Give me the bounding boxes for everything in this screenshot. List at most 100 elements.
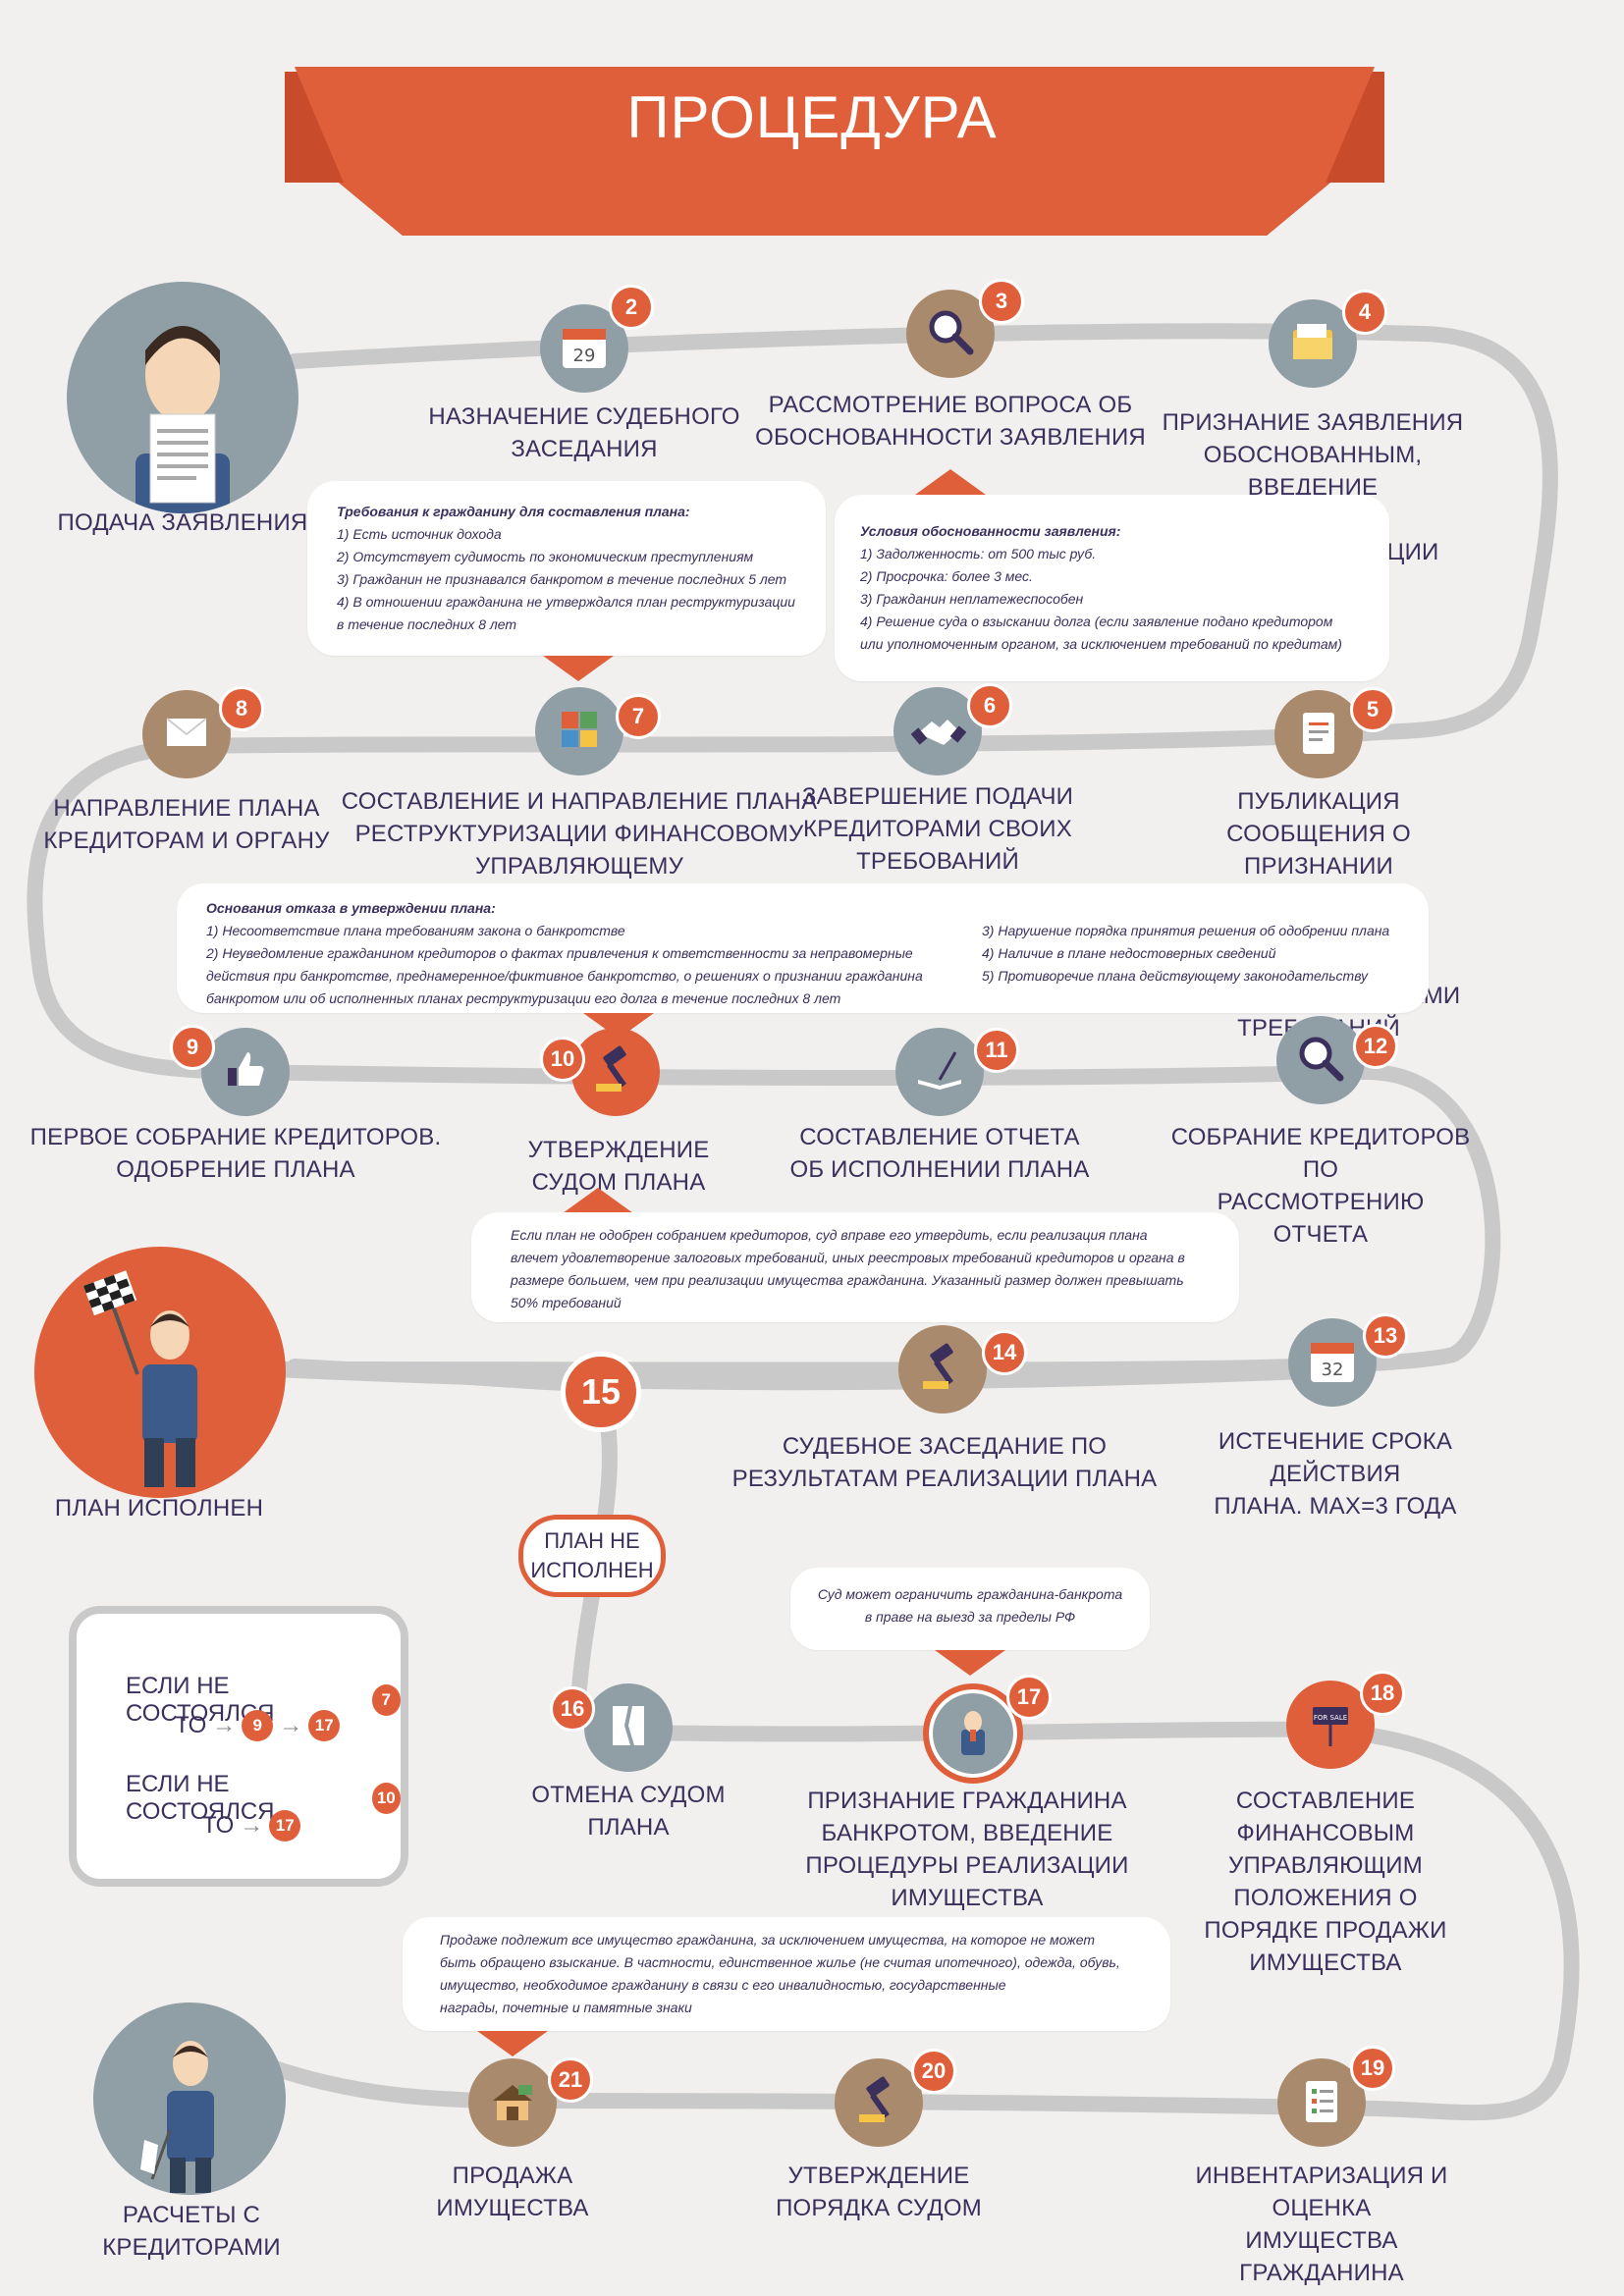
- step-17-label: ПРИЗНАНИЕ ГРАЖДАНИНА БАНКРОТОМ, ВВЕДЕНИЕ…: [805, 1788, 1129, 1911]
- man-with-white-flag-icon: [140, 2041, 214, 2193]
- step-number: 15: [580, 1371, 622, 1412]
- step-18-badge: 18: [1360, 1671, 1405, 1716]
- magnifier-icon: [921, 302, 980, 366]
- note-travel-restriction: Суд может ограничить гражданина-банкрота…: [790, 1568, 1150, 1650]
- gavel-icon: [586, 1041, 645, 1104]
- notepad-icon: [1289, 703, 1348, 767]
- step-16-label: ОТМЕНА СУДОМ ПЛАНА: [531, 1782, 726, 1841]
- note-line: Если план не одобрен собранием кредиторо…: [511, 1227, 1148, 1243]
- title-banner: [285, 67, 1384, 236]
- legend-box: ЕСЛИ НЕ СОСТОЯЛСЯ 7 ТО → 9 → 17 ЕСЛИ НЕ …: [69, 1606, 408, 1887]
- step-12-node: [1276, 1016, 1365, 1104]
- step-12-badge: 12: [1353, 1024, 1398, 1069]
- note-line: в праве на выезд за пределы РФ: [864, 1609, 1076, 1625]
- note-line: 2) Неуведомление гражданином кредиторов …: [206, 945, 913, 961]
- note-line: влечет удовлетворение залоговых требован…: [511, 1250, 1185, 1265]
- note-line: Продаже подлежит все имущество гражданин…: [440, 1932, 1095, 1948]
- legend-then-text: ТО: [175, 1712, 207, 1738]
- step-7-label: СОСТАВЛЕНИЕ И НАПРАВЛЕНИЕ ПЛАНА РЕСТРУКТ…: [341, 788, 818, 880]
- step-19-badge: 19: [1350, 2046, 1395, 2091]
- step-9-label: ПЕРВОЕ СОБРАНИЕ КРЕДИТОРОВ. ОДОБРЕНИЕ ПЛ…: [29, 1124, 442, 1183]
- step-16-node: [584, 1683, 673, 1772]
- step-2-label: НАЗНАЧЕНИЕ СУДЕБНОГО ЗАСЕДАНИЯ: [428, 403, 740, 462]
- legend-badge: 17: [269, 1810, 301, 1842]
- svg-text:29: 29: [573, 346, 596, 366]
- note-line: 3) Гражданин не признавался банкротом в …: [337, 571, 787, 587]
- for-sale-sign-icon: FOR SALE: [1301, 1693, 1360, 1757]
- step-9-badge: 9: [170, 1025, 215, 1070]
- note-validity-conditions: Условия обоснованности заявления: 1) Зад…: [835, 495, 1389, 681]
- step-20-badge: 20: [911, 2049, 956, 2094]
- step-13-label: ИСТЕЧЕНИЕ СРОКА ДЕЙСТВИЯ ПЛАНА. MAX=3 ГО…: [1214, 1428, 1457, 1520]
- step-8-label: НАПРАВЛЕНИЕ ПЛАНА КРЕДИТОРАМ И ОРГАНУ: [43, 795, 330, 854]
- step-14-badge: 14: [982, 1330, 1027, 1375]
- puzzle-icon: [550, 700, 609, 764]
- settlements-avatar: [93, 2002, 286, 2195]
- step-21-node: [468, 2058, 557, 2147]
- step-11-badge: 11: [974, 1028, 1019, 1073]
- legend-badge: 17: [308, 1710, 341, 1741]
- step-11-node: [895, 1028, 984, 1116]
- note-line: Суд может ограничить гражданина-банкрота: [817, 1586, 1123, 1602]
- man-with-checkered-flag-icon: [83, 1270, 197, 1487]
- note-line: 3) Гражданин неплатежеспособен: [860, 591, 1084, 607]
- note-line: 1) Несоответствие плана требованиям зако…: [206, 923, 625, 938]
- step-15-node: 15: [561, 1352, 641, 1432]
- note-line: или уполномоченным органом, за исключени…: [860, 636, 1342, 652]
- step-10-node: [571, 1028, 660, 1116]
- note-property-sale: Продаже подлежит все имущество гражданин…: [403, 1917, 1170, 2031]
- step-3-badge: 3: [979, 279, 1024, 324]
- arrow-icon: →: [279, 1712, 303, 1738]
- note-court-approval: Если план не одобрен собранием кредиторо…: [471, 1212, 1239, 1322]
- note-line: 1) Есть источник дохода: [337, 526, 502, 542]
- envelope-icon: [157, 703, 216, 767]
- step-8-badge: 8: [219, 686, 264, 731]
- note-title: Условия обоснованности заявления:: [860, 523, 1121, 539]
- torn-document-icon: [599, 1696, 658, 1760]
- note-line: 3) Нарушение порядка принятия решения об…: [982, 923, 1390, 938]
- bankrupt-man-icon: [944, 1702, 1002, 1766]
- plan-done-label: ПЛАН ИСПОЛНЕН: [54, 1495, 264, 1522]
- note-line: быть обращено взыскание. В частности, ед…: [440, 1954, 1120, 1970]
- plan-done-avatar: [34, 1247, 286, 1498]
- note-line: 5) Противоречие плана действующему закон…: [982, 968, 1369, 984]
- note-title: Основания отказа в утверждении плана:: [206, 900, 496, 916]
- plan-not-done-label: ПЛАН НЕ ИСПОЛНЕН: [530, 1528, 654, 1582]
- step-6-badge: 6: [967, 683, 1012, 728]
- pointer-arrow: [915, 469, 986, 495]
- legend-badge: 7: [371, 1684, 401, 1716]
- legend-then-text: ТО: [202, 1812, 235, 1839]
- step-3-label: РАССМОТРЕНИЕ ВОПРОСА ОБ ОБОСНОВАННОСТИ З…: [755, 392, 1146, 451]
- note-plan-requirements: Требования к гражданину для составления …: [307, 481, 826, 656]
- note-line: 2) Просрочка: более 3 мес.: [860, 568, 1033, 584]
- note-line: в течение последних 8 лет: [337, 616, 517, 632]
- step-5-node: [1274, 690, 1363, 778]
- step-13-node: 32: [1288, 1318, 1377, 1407]
- start-avatar: [67, 282, 298, 513]
- note-line: банкротом или об исполненных планах рест…: [206, 990, 841, 1006]
- step-14-label: СУДЕБНОЕ ЗАСЕДАНИЕ ПО РЕЗУЛЬТАТАМ РЕАЛИЗ…: [731, 1433, 1158, 1492]
- step-20-label: УТВЕРЖДЕНИЕ ПОРЯДКА СУДОМ: [776, 2163, 982, 2221]
- handshake-icon: [908, 700, 967, 764]
- note-line: размере большем, чем при реализации имущ…: [511, 1272, 1184, 1288]
- page-title: ПРОЦЕДУРА: [626, 84, 998, 150]
- thumbs-up-icon: [216, 1041, 275, 1104]
- note-line: 4) В отношении гражданина не утверждался…: [337, 594, 795, 610]
- svg-text:32: 32: [1322, 1360, 1344, 1380]
- note-line: 50% требований: [511, 1295, 622, 1310]
- step-6-label: ЗАВЕРШЕНИЕ ПОДАЧИ КРЕДИТОРАМИ СВОИХ ТРЕБ…: [801, 783, 1074, 875]
- plan-not-done-badge: ПЛАН НЕ ИСПОЛНЕН: [518, 1515, 666, 1597]
- step-16-badge: 16: [550, 1686, 595, 1732]
- svg-text:FOR SALE: FOR SALE: [1314, 1714, 1347, 1722]
- note-line: 2) Отсутствует судимость по экономически…: [337, 549, 754, 564]
- step-13-badge: 13: [1363, 1313, 1408, 1359]
- step-4-badge: 4: [1342, 290, 1387, 335]
- note-line: 1) Задолженность: от 500 тыс руб.: [860, 546, 1097, 561]
- arrow-icon: →: [212, 1712, 237, 1738]
- gavel-icon: [913, 1338, 972, 1402]
- note-refusal-grounds: Основания отказа в утверждении плана: 1)…: [177, 883, 1429, 1013]
- step-5-badge: 5: [1350, 687, 1395, 732]
- house-with-money-icon: [483, 2071, 542, 2135]
- gavel-icon: [849, 2071, 908, 2135]
